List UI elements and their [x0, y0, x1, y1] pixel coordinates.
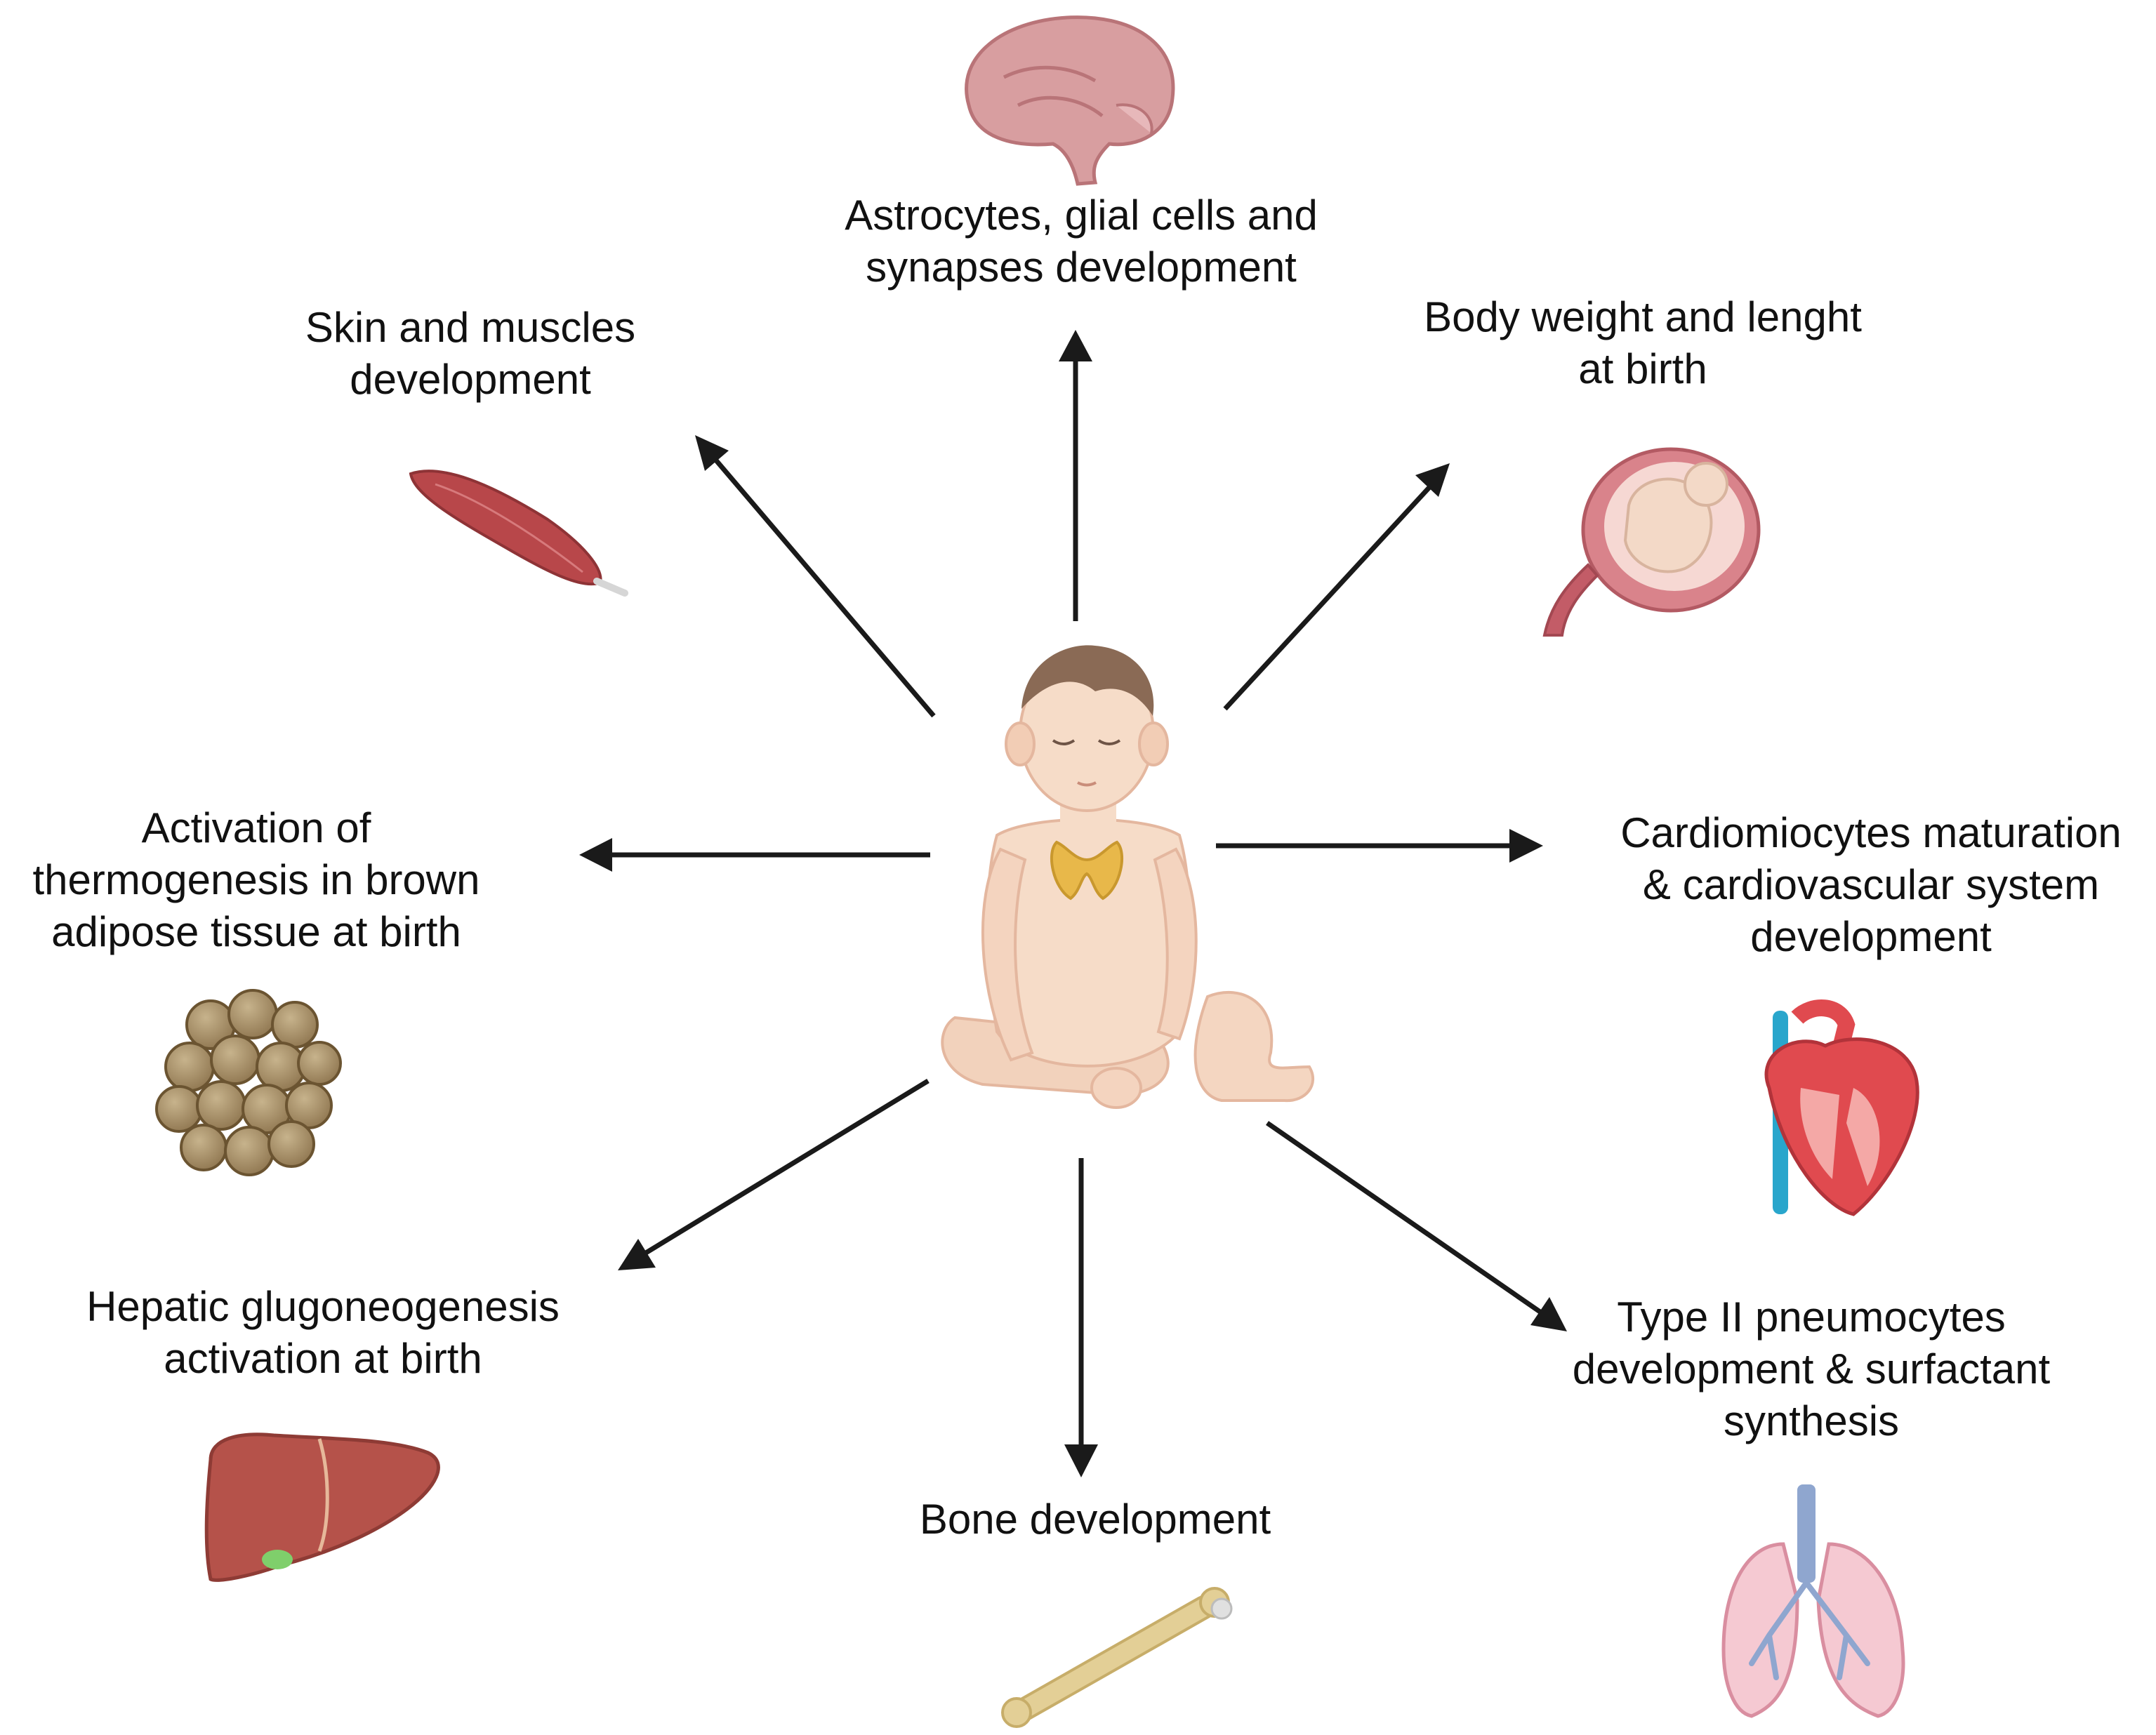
label-bone: Bone development — [919, 1496, 1271, 1543]
arrowhead-liver — [618, 1239, 656, 1270]
label-brown-fat: Activation of thermogenesis in brown adi… — [32, 804, 480, 955]
arrowhead-brown-fat — [579, 838, 612, 872]
arrow-to-muscle — [710, 454, 936, 718]
arrowhead-heart — [1509, 829, 1543, 863]
arrowhead-bone — [1064, 1444, 1098, 1477]
bone-icon — [1001, 1587, 1233, 1728]
brain-icon — [965, 15, 1175, 186]
label-brain: Astrocytes, glial cells and synapses dev… — [845, 192, 1318, 291]
label-liver: Hepatic glugoneogenesis activation at bi… — [86, 1283, 560, 1382]
infant-with-thyroid-icon — [941, 645, 1314, 1109]
arrow-to-birth — [1223, 482, 1434, 711]
arrowhead-lung — [1530, 1297, 1567, 1331]
arrow-to-liver — [644, 1079, 930, 1255]
arrowhead-muscle — [695, 435, 729, 471]
label-birth: Body weight and lenght at birth — [1424, 293, 1862, 392]
label-muscle: Skin and muscles development — [305, 304, 636, 403]
label-heart: Cardiomiocytes maturation & cardiovascul… — [1620, 809, 2122, 960]
arrow-to-lung — [1266, 1121, 1542, 1315]
heart-icon — [1764, 999, 1919, 1216]
label-lung: Type II pneumocytes development & surfac… — [1572, 1294, 2051, 1444]
liver-icon — [204, 1432, 440, 1582]
muscle-icon — [409, 470, 628, 597]
arrows — [579, 330, 1567, 1477]
arrowhead-brain — [1059, 330, 1092, 361]
lungs-icon — [1721, 1484, 1905, 1718]
arrowhead-birth — [1415, 463, 1450, 497]
fetus-in-uterus-icon — [1542, 447, 1761, 637]
brown-adipose-cells-icon — [155, 989, 342, 1176]
